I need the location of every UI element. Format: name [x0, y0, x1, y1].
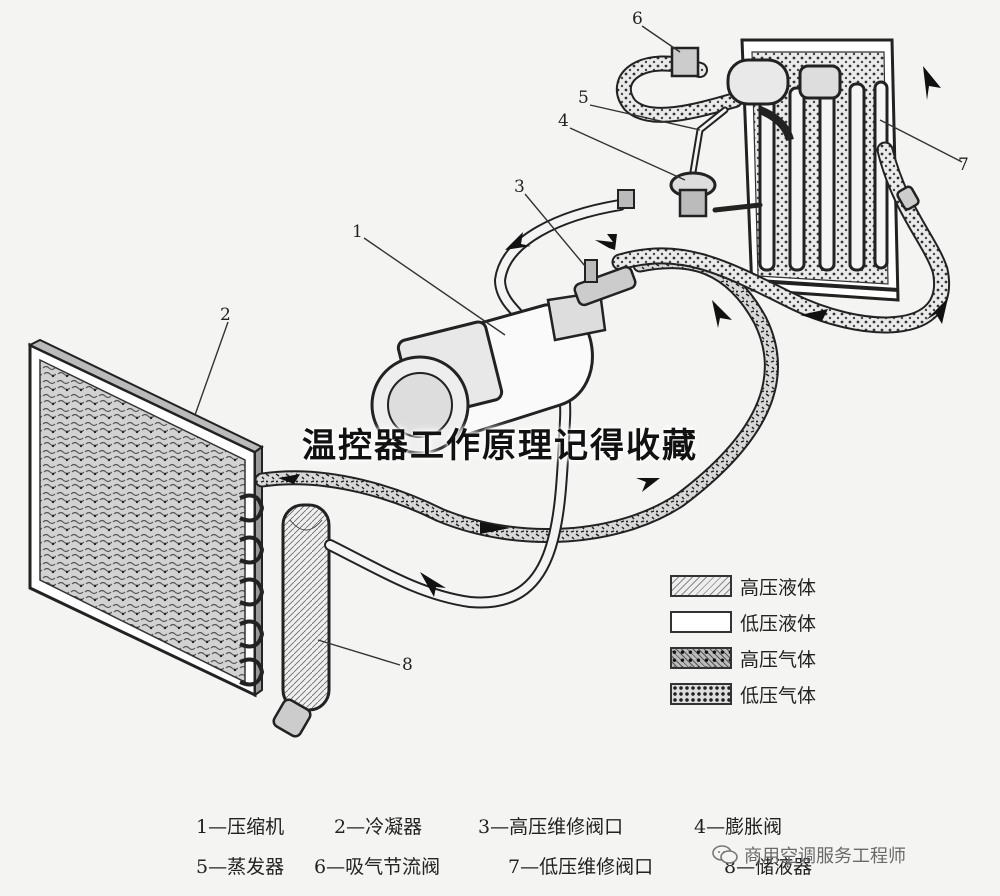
callout-7: 7: [958, 155, 969, 175]
overlay-title: 温控器工作原理记得收藏: [302, 426, 698, 466]
legend-label: 高压气体: [740, 648, 817, 671]
wechat-icon: [712, 845, 738, 865]
caption-item: 2—冷凝器: [334, 816, 423, 838]
caption-item: 4—膨胀阀: [694, 816, 783, 838]
watermark: 商用空调服务工程师: [712, 842, 906, 868]
high-pressure-service-port: [584, 189, 635, 283]
pipes: [254, 55, 951, 609]
callout-8: 8: [402, 655, 413, 675]
legend-item: 高压液体: [670, 572, 816, 600]
watermark-text: 商用空调服务工程师: [744, 846, 906, 867]
caption-row-1: 1—压缩机 2—冷凝器 3—高压维修阀口 4—膨胀阀: [196, 812, 782, 839]
callout-numbers: 1 2 3 4 5 6 7 8: [220, 9, 969, 675]
callout-2: 2: [220, 305, 231, 325]
low-pressure-service-port: [896, 185, 920, 211]
caption-item: 3—高压维修阀口: [478, 816, 624, 838]
legend-item: 高压气体: [670, 644, 816, 672]
condenser: [27, 338, 265, 698]
callout-4: 4: [558, 111, 569, 131]
caption-item: 5—蒸发器: [196, 856, 285, 878]
legend-swatch-hatch: [670, 575, 732, 597]
caption-item: 1—压缩机: [196, 816, 285, 838]
caption-item: 6—吸气节流阀: [314, 856, 441, 878]
expansion-valve: [669, 171, 717, 218]
legend-label: 低压液体: [740, 612, 817, 635]
callout-5: 5: [578, 88, 589, 108]
legend-swatch-dots: [670, 683, 732, 705]
legend-label: 高压液体: [740, 576, 817, 599]
legend-label: 低压气体: [740, 684, 817, 707]
callout-3: 3: [514, 177, 525, 197]
caption-row-2: 5—蒸发器 6—吸气节流阀 7—低压维修阀口 8—储液器: [196, 852, 812, 879]
callout-leaders: [194, 25, 963, 666]
callout-6: 6: [632, 9, 643, 29]
flow-arrows: [278, 66, 948, 597]
caption-item: 8—储液器: [724, 856, 813, 878]
legend-swatch-plain: [670, 611, 732, 633]
caption-item: 7—低压维修阀口: [508, 856, 654, 878]
receiver-drier: [272, 503, 331, 738]
suction-throttle-valve: [670, 46, 842, 142]
compressor: [370, 265, 637, 455]
legend-item: 低压液体: [670, 608, 816, 636]
legend-swatch-speckle-dark: [670, 647, 732, 669]
callout-1: 1: [352, 222, 363, 242]
legend-item: 低压气体: [670, 680, 816, 708]
